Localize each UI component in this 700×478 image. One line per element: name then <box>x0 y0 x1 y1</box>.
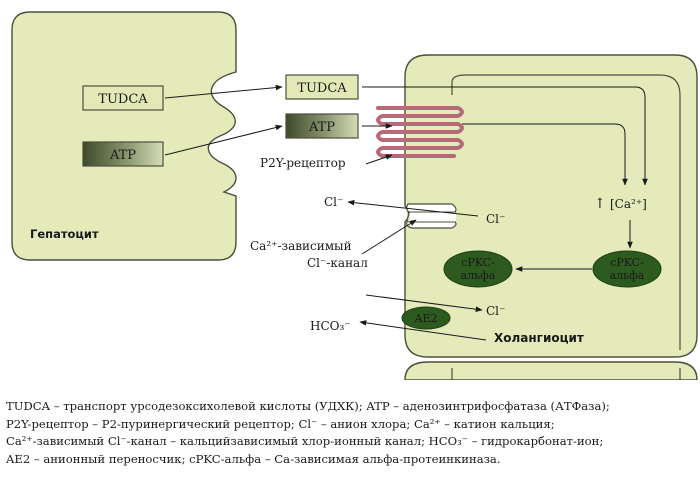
cl-ae2-label: Cl⁻ <box>486 304 505 318</box>
cell-diagram: TUDCA ATP Гепатоцит TUDCA ATP P2Y-рецепт… <box>11 11 698 380</box>
cpkc-alpha-oval-left <box>443 250 513 288</box>
cpkc-left-line1: cPKC- <box>461 256 495 269</box>
cl-inside-label: Cl⁻ <box>486 212 505 226</box>
tudca-label-hepatocyte: TUDCA <box>98 92 148 107</box>
arrow-atp-transport <box>164 124 283 156</box>
atp-box-cholangiocyte <box>285 113 359 139</box>
tudca-box-cholangiocyte <box>285 74 359 100</box>
p2y-receptor-icon <box>376 106 464 158</box>
cpkc-left-line2: альфа <box>461 269 496 282</box>
cholangiocyte-title: Холангиоцит <box>494 331 584 345</box>
legend-line: P2Y-рецептор – P2-пуринергический рецепт… <box>6 416 555 431</box>
cpkc-alpha-oval-right <box>592 250 662 288</box>
cl-outside-label: Cl⁻ <box>324 195 343 209</box>
ca-channel-label-line2: Cl⁻-канал <box>307 256 368 270</box>
cholangiocyte-inner-membrane <box>466 74 681 350</box>
ca-increase-arrow: ↑ <box>594 196 606 212</box>
arrow-receptor-to-ca <box>462 123 628 186</box>
ae2-transporter <box>401 306 451 330</box>
ca-channel-label-line1: Ca²⁺-зависимый <box>250 239 352 253</box>
arrow-cl-secretion <box>347 199 479 217</box>
hepatocyte-cell <box>11 11 237 261</box>
legend-line: TUDCA – транспорт урсодезоксихолевой кис… <box>6 399 610 413</box>
p2y-receptor-label: P2Y-рецептор <box>260 156 346 170</box>
legend-line: AE2 – анионный переносчик; cPKC-альфа – … <box>6 451 501 466</box>
cpkc-right-line1: cPKC- <box>610 256 644 269</box>
atp-box-hepatocyte <box>82 141 164 167</box>
ae2-label: AE2 <box>414 312 438 325</box>
tudca-label-cholangiocyte: TUDCA <box>297 81 347 96</box>
legend: TUDCA – транспорт урсодезоксихолевой кис… <box>6 398 696 468</box>
hepatocyte-title: Гепатоцит <box>30 227 99 241</box>
arrow-hco3-out <box>359 320 487 341</box>
tudca-box-hepatocyte <box>82 85 164 111</box>
cholangiocyte-inner-membrane-left <box>451 74 467 83</box>
legend-line: Ca²⁺-зависимый Cl⁻-канал – кальцийзависи… <box>6 434 604 448</box>
cpkc-right-line2: альфа <box>610 269 645 282</box>
lower-cell <box>404 361 698 380</box>
arrow-tudca-transport <box>164 84 283 99</box>
atp-label-hepatocyte: ATP <box>109 148 136 163</box>
hco3-label: HCO₃⁻ <box>310 319 351 333</box>
atp-label-cholangiocyte: ATP <box>308 120 335 135</box>
ca-ion-label: [Ca²⁺] <box>610 197 647 211</box>
arrow-cl-ae2-in <box>365 294 483 312</box>
arrow-tudca-path <box>424 86 648 186</box>
arrow-p2y-pointer <box>365 154 393 165</box>
arrow-channel-pointer <box>361 219 417 255</box>
